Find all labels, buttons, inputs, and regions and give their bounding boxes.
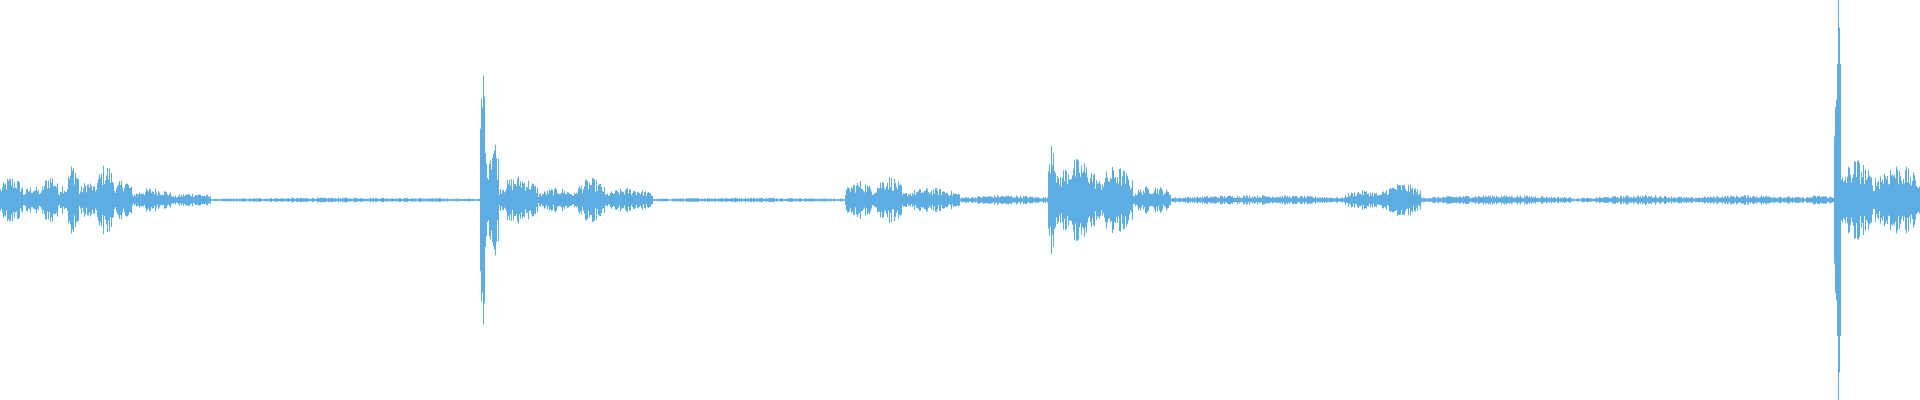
audio-waveform <box>0 0 1920 400</box>
waveform-graphic <box>0 0 1920 400</box>
waveform-bars <box>0 0 1920 400</box>
